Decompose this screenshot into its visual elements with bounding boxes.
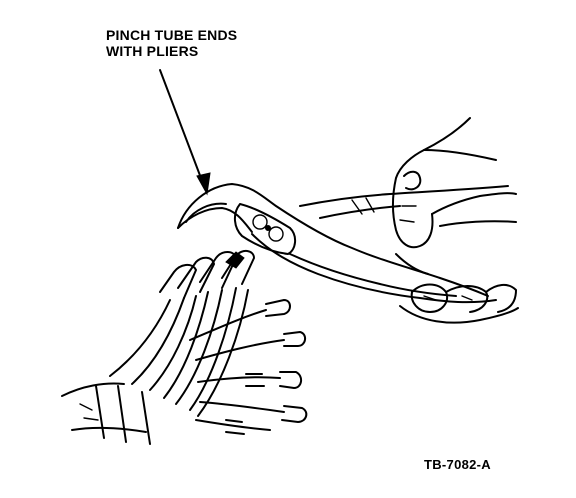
figure-id-label: TB-7082-A <box>424 457 491 472</box>
upper-hand <box>392 117 517 249</box>
lower-hand <box>395 253 519 324</box>
leader-arrow <box>159 69 211 196</box>
callout-line-1: PINCH TUBE ENDS <box>106 27 238 43</box>
tube-bundle <box>61 250 308 445</box>
pinch-tube-callout: PINCH TUBE ENDS WITH PLIERS <box>106 27 237 59</box>
callout-line-2: WITH PLIERS <box>106 43 199 59</box>
pliers <box>177 183 509 304</box>
